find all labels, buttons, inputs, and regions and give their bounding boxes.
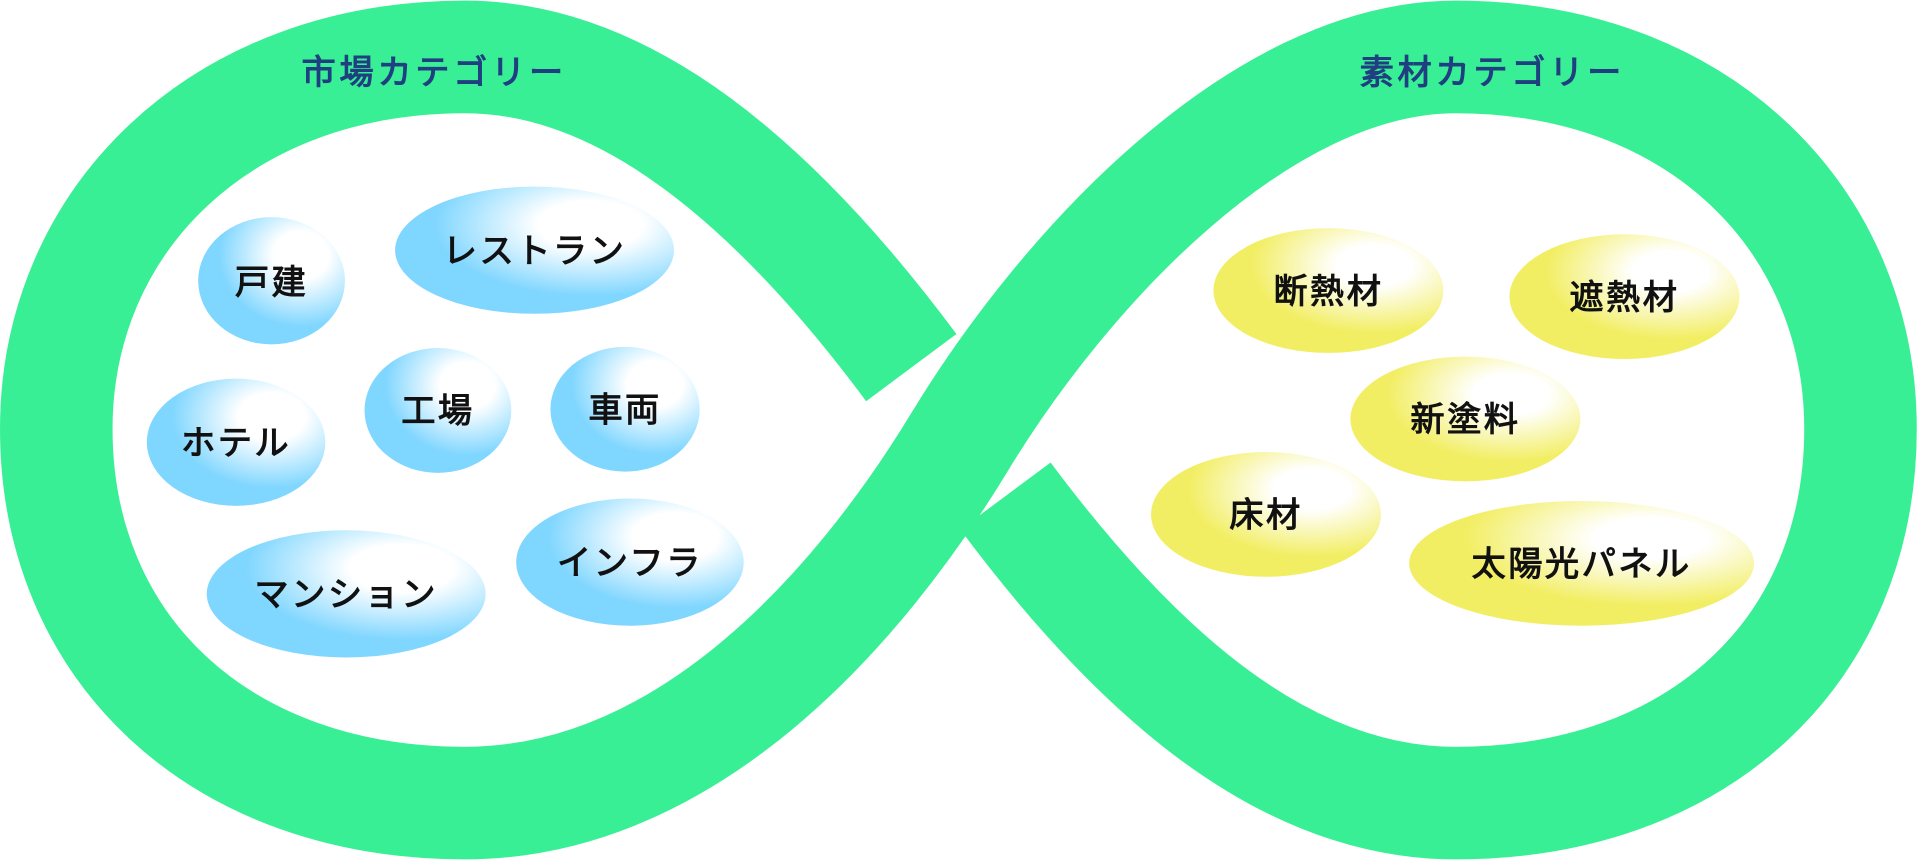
market-bubble-restaurant: レストラン: [395, 186, 674, 314]
material-bubble-flooring: 床材: [1151, 452, 1382, 577]
bubble-shape: [550, 346, 700, 472]
bubble-label: インフラ: [557, 543, 703, 583]
material-bubble-new-paint: 新塗料: [1350, 356, 1581, 482]
market-bubbles: 戸建 レストラン ホテル 工場 車両 マンション インフラ: [146, 186, 744, 658]
market-category-title: 市場カテゴリー: [302, 53, 567, 93]
bubble-label: 新塗料: [1410, 400, 1520, 440]
market-bubble-factory: 工場: [364, 348, 512, 473]
material-bubbles: 断熱材 遮熱材 新塗料 床材 太陽光パネル: [1151, 228, 1755, 626]
bubble-label: 床材: [1229, 496, 1302, 536]
market-bubble-infrastructure: インフラ: [516, 498, 744, 626]
material-bubble-heat-shield: 遮熱材: [1509, 234, 1740, 360]
bubble-label: 遮熱材: [1569, 278, 1679, 318]
bubble-shape: [1151, 452, 1382, 577]
bubble-label: 太陽光パネル: [1472, 545, 1692, 585]
bubble-label: 工場: [401, 392, 474, 432]
bubble-shape: [1509, 234, 1740, 360]
bubble-label: マンション: [254, 575, 437, 615]
market-bubble-hotel: ホテル: [146, 378, 326, 506]
bubble-shape: [1350, 356, 1581, 482]
bubble-shape: [1213, 228, 1444, 353]
bubble-label: 車両: [588, 390, 661, 430]
bubble-shape: [146, 378, 326, 506]
market-bubble-detached-house: 戸建: [198, 217, 345, 345]
bubble-label: 戸建: [235, 263, 308, 303]
bubble-shape: [1409, 500, 1755, 626]
bubble-shape: [395, 186, 674, 314]
bubble-shape: [206, 530, 486, 658]
material-category-title: 素材カテゴリー: [1360, 53, 1625, 93]
material-bubble-solar-panel: 太陽光パネル: [1409, 500, 1755, 626]
bubble-label: ホテル: [181, 423, 291, 463]
bubble-shape: [364, 348, 512, 473]
market-bubble-vehicle: 車両: [550, 346, 700, 472]
market-bubble-apartment: マンション: [206, 530, 486, 658]
bubble-shape: [198, 217, 345, 345]
material-bubble-insulation: 断熱材: [1213, 228, 1444, 353]
bubble-label: 断熱材: [1273, 272, 1383, 312]
bubble-label: レストラン: [443, 231, 626, 271]
bubble-shape: [516, 498, 744, 626]
